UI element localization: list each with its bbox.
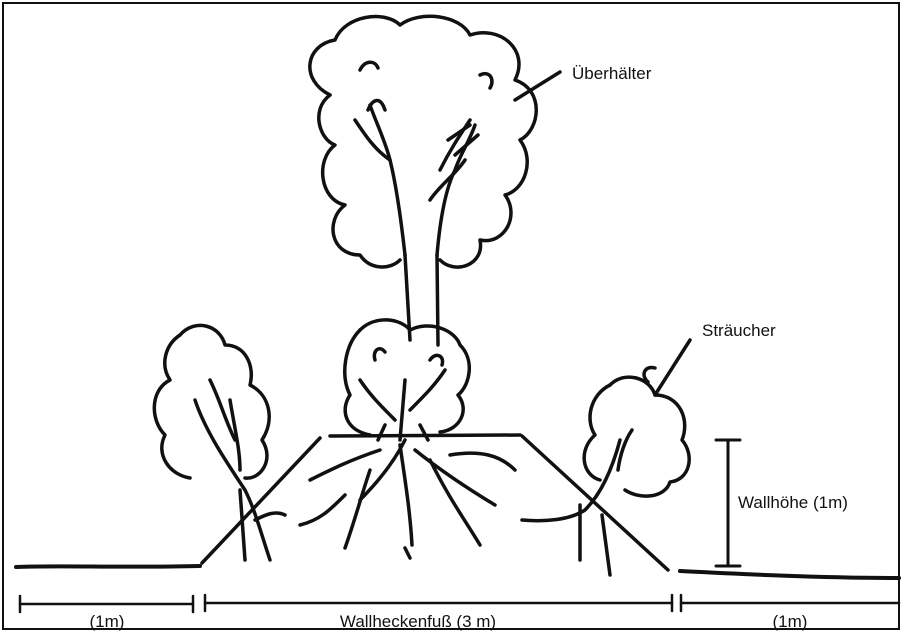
label-left-margin: (1m) [90, 612, 125, 631]
label-shrubs: Sträucher [702, 321, 776, 340]
label-standard-tree: Überhälter [572, 64, 652, 83]
label-wall-height: Wallhöhe (1m) [738, 493, 848, 512]
label-hedge-base: Wallheckenfuß (3 m) [340, 612, 496, 631]
label-right-margin: (1m) [773, 612, 808, 631]
